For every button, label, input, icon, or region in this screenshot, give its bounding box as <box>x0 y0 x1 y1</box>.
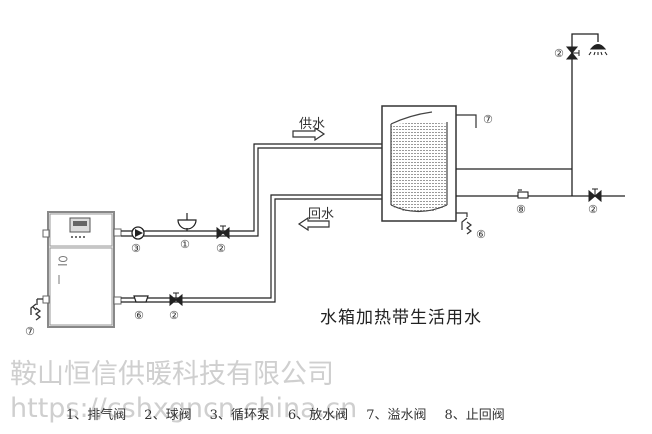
tank-drain-valve-icon <box>456 212 472 235</box>
outlet-pipes <box>456 33 625 197</box>
shower-ball-valve-icon <box>565 46 580 60</box>
legend-label: 放水阀 <box>309 408 349 423</box>
label-pump-number: ③ <box>131 242 141 255</box>
label-boiler-drain-number: ⑥ <box>134 309 144 322</box>
legend-item: 8、止回阀 <box>444 404 504 423</box>
diagram-title: 水箱加热带生活用水 <box>320 308 482 328</box>
shower-head-icon <box>588 43 608 56</box>
label-check-valve-number: ⑧ <box>516 203 526 216</box>
legend-number: 8、 <box>444 408 466 423</box>
tank-overflow-pipe <box>456 114 477 128</box>
watermark-company: 鞍山恒信供暖科技有限公司 <box>10 359 334 390</box>
supply-flow-label: 供水 <box>299 117 326 132</box>
legend-item: 3、循环泵 <box>210 404 270 423</box>
supply-ball-valve-icon <box>216 225 230 240</box>
label-supply-valve-number: ② <box>216 242 226 255</box>
legend-item: 6、放水阀 <box>288 404 348 423</box>
return-arrow-icon <box>297 216 330 232</box>
legend-label: 溢水阀 <box>387 408 427 423</box>
legend-label: 止回阀 <box>465 408 505 423</box>
label-outlet-valve-number: ② <box>588 203 598 216</box>
label-tank-drain-number: ⑥ <box>476 228 486 241</box>
return-pipe <box>121 194 382 303</box>
outlet-ball-valve-icon <box>588 188 602 203</box>
return-ball-valve-icon <box>169 292 183 307</box>
circulation-pump-icon <box>131 226 145 240</box>
watermark-url: https://cshxgncn.china.cn <box>10 393 358 424</box>
legend-item: 1、排气阀 <box>66 404 126 423</box>
boiler-drain-valve-icon <box>133 295 149 303</box>
label-shower-valve-number: ② <box>554 47 564 60</box>
legend-number: 7、 <box>366 408 388 423</box>
label-boiler-overflow-number: ⑦ <box>25 325 35 338</box>
boiler-relief-valve-icon <box>30 298 43 321</box>
label-tank-overflow-number: ⑦ <box>483 113 493 126</box>
water-tank-icon <box>381 105 457 222</box>
legend-item: 7、溢水阀 <box>366 404 426 423</box>
air-vent-valve-icon <box>177 213 197 231</box>
legend-label: 排气阀 <box>87 408 127 423</box>
legend-number: 6、 <box>287 408 310 423</box>
supply-pipe <box>121 143 382 237</box>
return-flow-label: 回水 <box>308 207 335 222</box>
electric-boiler-icon <box>42 211 122 328</box>
legend-number: 2、 <box>144 408 166 423</box>
legend-label: 球阀 <box>165 408 192 423</box>
legend-item: 2、球阀 <box>144 404 191 423</box>
supply-arrow-icon <box>292 126 326 142</box>
label-return-valve-number: ② <box>169 309 179 322</box>
label-air-valve-number: ① <box>180 238 190 251</box>
legend-label: 循环泵 <box>230 408 270 423</box>
legend-number: 3、 <box>209 408 231 423</box>
legend-number: 1、 <box>66 408 88 423</box>
legend: 1、排气阀 2、球阀 3、循环泵 6、放水阀 7、溢水阀 8、止回阀 <box>66 404 523 423</box>
check-valve-icon <box>517 189 529 199</box>
